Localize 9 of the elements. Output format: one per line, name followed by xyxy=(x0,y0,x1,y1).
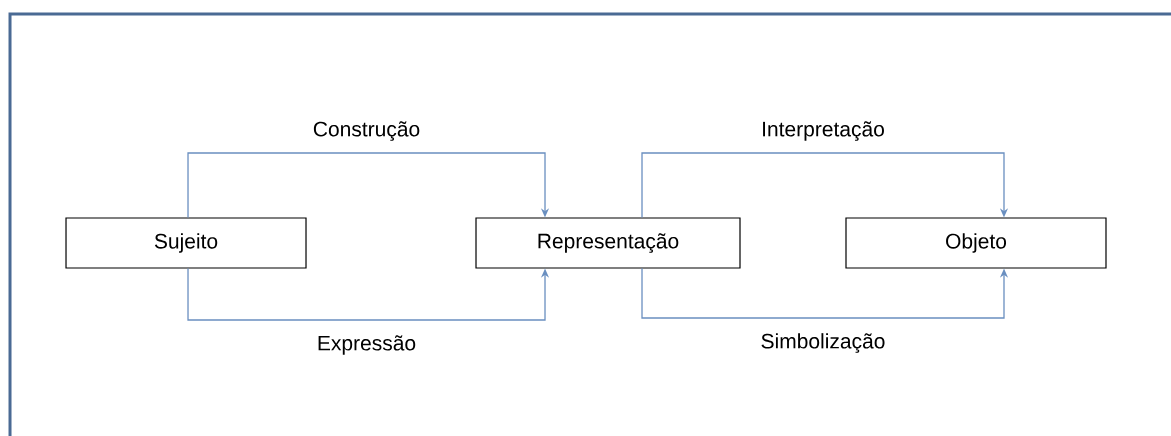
edge-label: Expressão xyxy=(315,334,418,356)
edge-label: Interpretação xyxy=(760,120,886,142)
arrow xyxy=(187,152,550,219)
concept-box: Objeto xyxy=(845,217,1107,269)
arrow xyxy=(641,152,1009,219)
edge-label: Simbolização xyxy=(759,332,887,354)
concept-box: Representação xyxy=(475,217,741,269)
edge-label: Construção xyxy=(311,120,422,142)
concept-box: Sujeito xyxy=(65,217,307,269)
